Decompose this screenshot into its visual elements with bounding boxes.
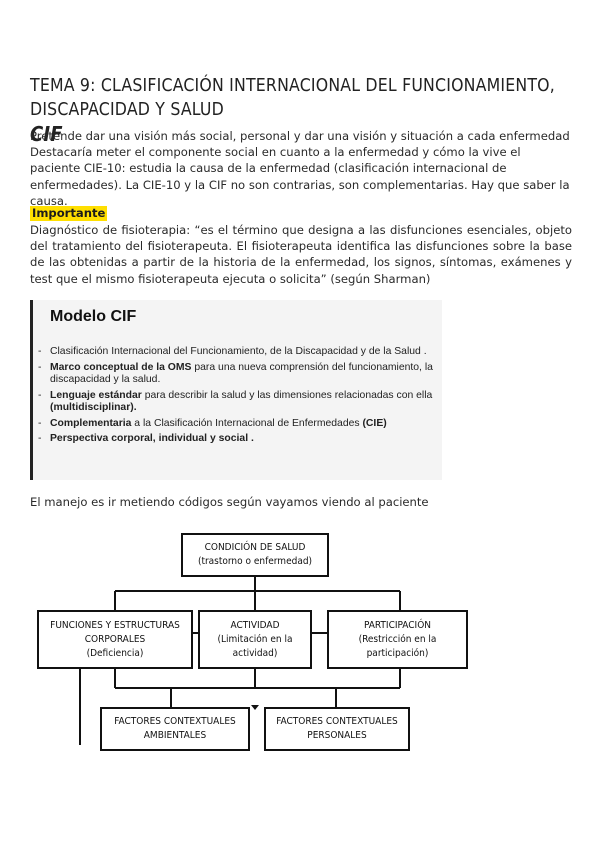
intro-paragraph: Pretende dar una visión más social, pers… <box>30 129 570 208</box>
activity-box: ACTIVIDAD (Limitación en la actividad) <box>198 610 312 669</box>
cif-item-4: Complementaria a la Clasificación Intern… <box>38 418 438 431</box>
important-label: Importante <box>30 206 108 221</box>
personal-factors-box: FACTORES CONTEXTUALES PERSONALES <box>264 707 410 751</box>
management-paragraph: El manejo es ir metiendo códigos según v… <box>30 495 429 509</box>
health-condition-box: CONDICIÓN DE SALUD (trastorno o enfermed… <box>181 533 329 577</box>
cif-model-list: Clasificación Internacional del Funciona… <box>38 346 438 449</box>
body-functions-box: FUNCIONES Y ESTRUCTURAS CORPORALES (Defi… <box>37 610 193 669</box>
cif-model-box: Modelo CIF Clasificación Internacional d… <box>30 300 442 480</box>
environmental-factors-box: FACTORES CONTEXTUALES AMBIENTALES <box>100 707 250 751</box>
cif-item-1: Clasificación Internacional del Funciona… <box>38 346 438 359</box>
cif-item-2: Marco conceptual de la OMS para una nuev… <box>38 362 438 387</box>
important-paragraph: Diagnóstico de fisioterapia: “es el térm… <box>30 223 572 286</box>
title-line-2: CIF <box>30 122 63 146</box>
cif-item-3: Lenguaje estándar para describir la salu… <box>38 390 438 415</box>
cif-item-5: Perspectiva corporal, individual y socia… <box>38 433 438 446</box>
cif-box-accent-bar <box>30 300 33 480</box>
participation-box: PARTICIPACIÓN (Restricción en la partici… <box>327 610 468 669</box>
cif-model-title: Modelo CIF <box>50 308 137 325</box>
page-title: TEMA 9: CLASIFICACIÓN INTERNACIONAL DEL … <box>30 74 575 146</box>
title-line-1: TEMA 9: CLASIFICACIÓN INTERNACIONAL DEL … <box>30 76 555 120</box>
